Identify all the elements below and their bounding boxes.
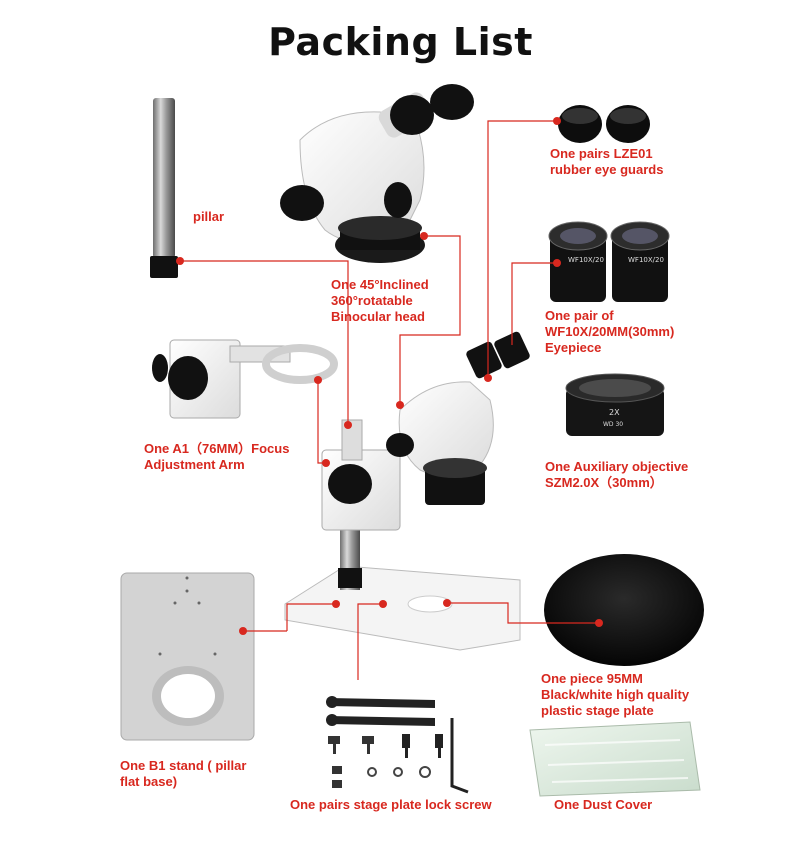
- callout-dots: [176, 117, 603, 635]
- label-focus-arm: One A1（76MM）Focus Adjustment Arm: [144, 441, 290, 472]
- label-binocular-head: One 45°Inclined 360°rotatable Binocular …: [331, 277, 429, 324]
- label-eye-guards: One pairs LZE01 rubber eye guards: [550, 146, 664, 177]
- eyepiece-marking-left: WF10X/20: [568, 256, 604, 264]
- label-stand: One B1 stand ( pillar flat base): [120, 758, 247, 789]
- label-stage-plate: One piece 95MM Black/white high quality …: [541, 671, 690, 718]
- eyepiece-marking-right: WF10X/20: [628, 256, 664, 264]
- binocular-head-image: [280, 84, 474, 263]
- lock-screws-image: [326, 696, 469, 794]
- eyepieces-image: WF10X/20 WF10X/20: [548, 221, 670, 302]
- stand-base-image: [120, 572, 255, 741]
- page-title: Packing List: [268, 20, 533, 64]
- objective-marking-1: 2X: [609, 408, 620, 417]
- assembled-microscope-image: [284, 331, 530, 651]
- pillar-image: [150, 98, 178, 278]
- label-auxiliary-objective: One Auxiliary objective SZM2.0X（30mm）: [545, 459, 689, 490]
- label-eyepiece: One pair of WF10X/20MM(30mm) Eyepiece: [545, 308, 675, 355]
- label-lock-screw: One pairs stage plate lock screw: [290, 797, 492, 812]
- stage-plate-image: [544, 554, 704, 666]
- label-dust-cover: One Dust Cover: [554, 797, 653, 812]
- callout-lines: [180, 120, 599, 680]
- eye-guards-image: [558, 105, 650, 143]
- objective-marking-2: WD 30: [603, 421, 623, 428]
- auxiliary-objective-image: 2X WD 30: [565, 373, 665, 436]
- label-pillar: pillar: [193, 209, 225, 224]
- focus-arm-image: [152, 339, 338, 419]
- dust-cover-image: [529, 721, 701, 797]
